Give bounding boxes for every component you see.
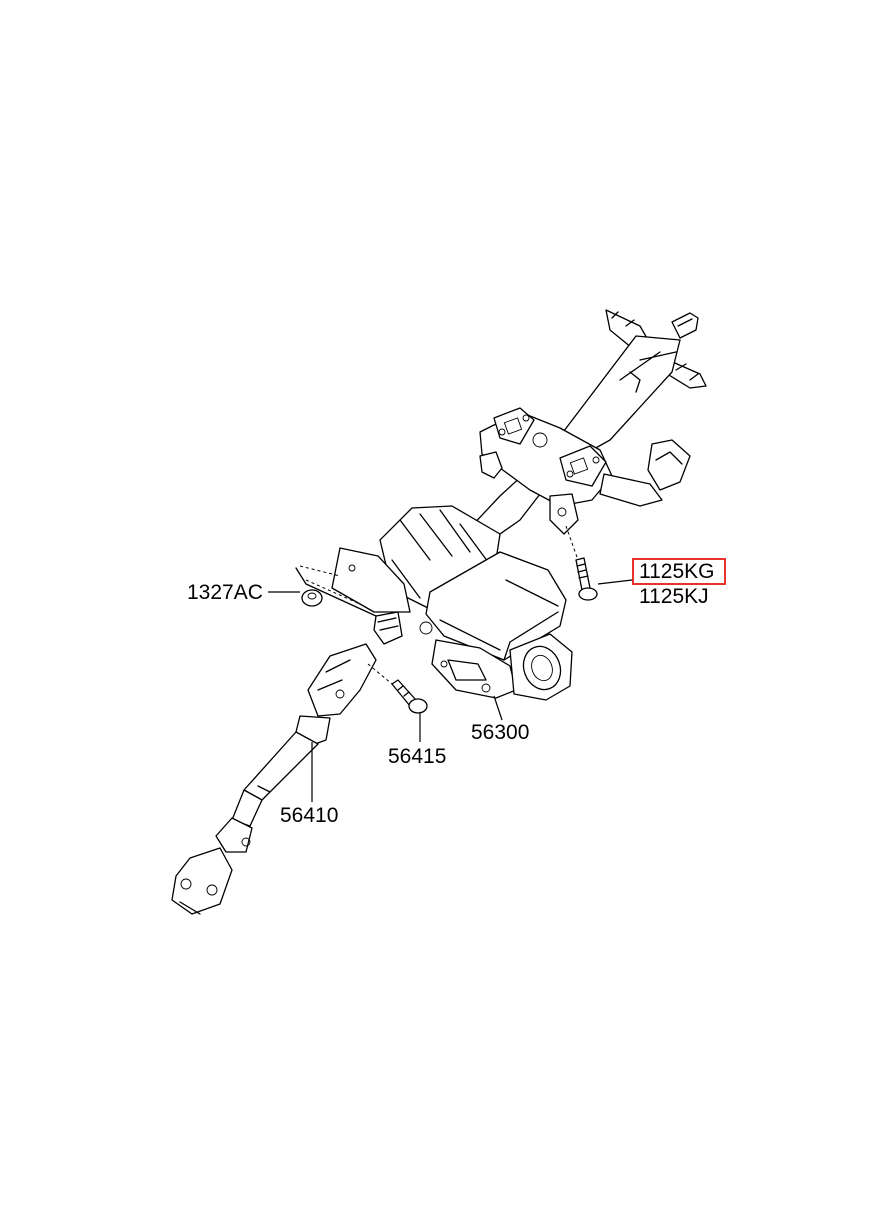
label-56300[interactable]: 56300 bbox=[471, 721, 530, 744]
label-1125kg[interactable]: 1125KG bbox=[639, 560, 715, 583]
label-56415[interactable]: 56415 bbox=[388, 745, 447, 768]
label-1327ac[interactable]: 1327AC bbox=[187, 581, 263, 604]
intermediate-shaft bbox=[171, 643, 377, 915]
nut-1327ac bbox=[301, 589, 323, 607]
leader-lines bbox=[268, 579, 633, 802]
label-56410[interactable]: 56410 bbox=[280, 804, 339, 827]
mounting-bracket bbox=[479, 407, 691, 535]
bolt-56415 bbox=[367, 663, 428, 714]
label-1125kj[interactable]: 1125KJ bbox=[639, 585, 709, 608]
highlight-box-1125kg bbox=[632, 558, 726, 585]
eps-motor-housing bbox=[419, 551, 573, 701]
bolt-1125kg bbox=[565, 525, 598, 601]
